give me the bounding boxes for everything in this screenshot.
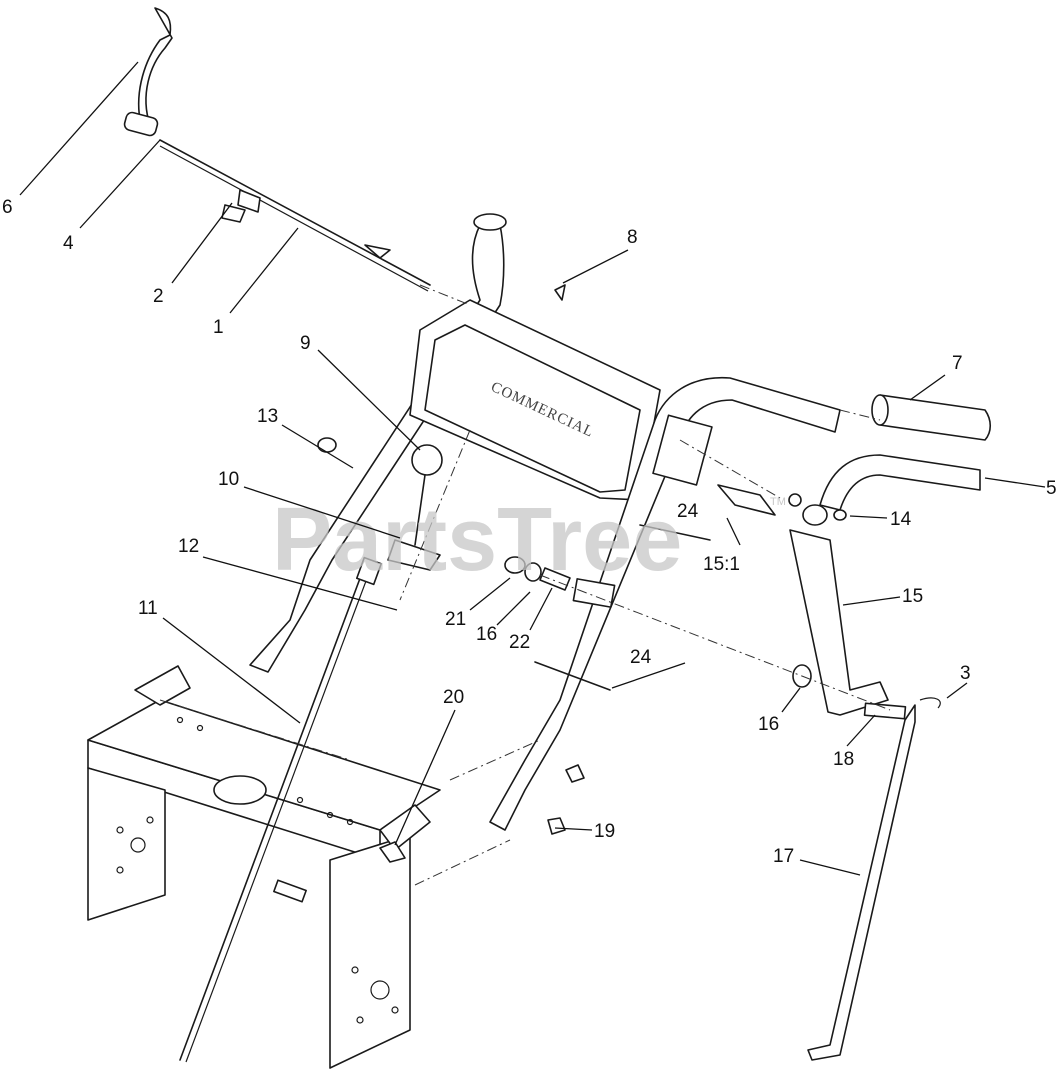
callout-21: 21 [445, 609, 466, 630]
callout-18: 18 [833, 749, 854, 770]
callout-10: 10 [218, 469, 239, 490]
callout-1: 1 [213, 317, 224, 338]
callout-9: 9 [300, 333, 311, 354]
pin-24-lower [534, 661, 611, 691]
watermark-tm: TM [770, 496, 786, 508]
callout-12: 12 [178, 536, 199, 557]
pin-24-upper [639, 524, 711, 541]
callout-7: 7 [952, 353, 963, 374]
callout-16-left: 16 [476, 624, 497, 645]
frame-bracket [87, 665, 441, 1069]
partstree-watermark: PartsTree [272, 490, 682, 590]
leader-lines [19, 61, 1046, 876]
assembly-centerlines [159, 284, 891, 886]
rod-17 [807, 697, 941, 1061]
callout-19: 19 [594, 821, 615, 842]
callout-24-upper: 24 [677, 501, 699, 522]
callouts: 6 4 2 1 8 9 7 13 10 12 11 5 14 24 15:1 1… [2, 197, 1057, 867]
callout-14: 14 [890, 509, 912, 530]
callout-24-lower: 24 [630, 647, 652, 668]
callout-20: 20 [443, 687, 464, 708]
callout-5: 5 [1046, 478, 1057, 499]
callout-8: 8 [627, 227, 638, 248]
callout-6: 6 [2, 197, 13, 218]
callout-17: 17 [773, 846, 794, 867]
callout-2: 2 [153, 286, 164, 307]
callout-3: 3 [960, 663, 971, 684]
shift-rod-11 [179, 444, 443, 1063]
hardware [221, 204, 907, 903]
callout-11: 11 [138, 598, 158, 619]
control-rod-1 [123, 7, 431, 292]
callout-13: 13 [257, 406, 278, 427]
callout-15-1: 15:1 [703, 554, 740, 575]
callout-16-right: 16 [758, 714, 779, 735]
handle-grip-7 [871, 394, 992, 441]
callout-22: 22 [509, 632, 530, 653]
handle-console: COMMERCIAL [249, 213, 841, 831]
bail-lever-15 [717, 454, 981, 716]
callout-4: 4 [63, 233, 74, 254]
callout-15: 15 [902, 586, 923, 607]
